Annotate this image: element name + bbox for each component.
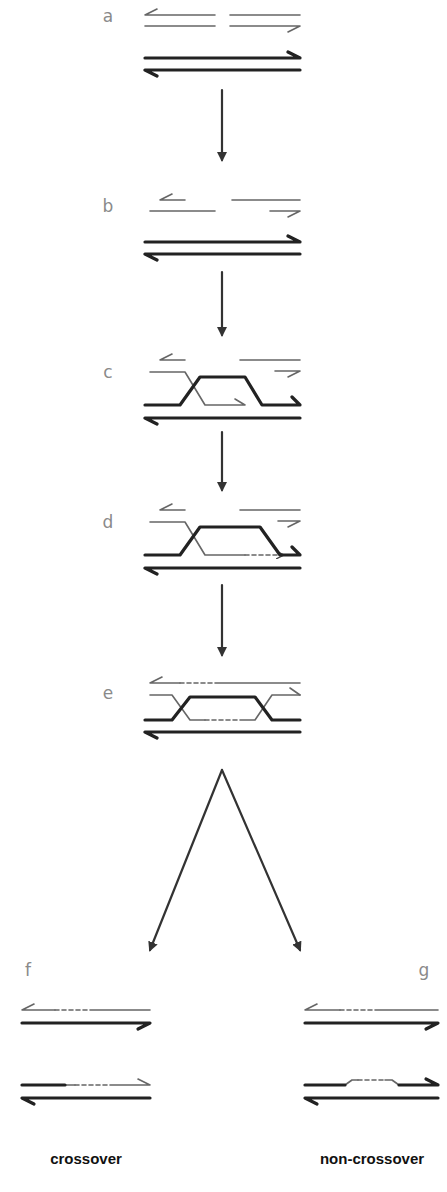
- panel-e: [145, 677, 300, 738]
- outcome-label: crossover: [50, 1150, 122, 1167]
- step-arrows: [150, 90, 300, 950]
- step-letter: a: [103, 6, 113, 26]
- outcome-label: non-crossover: [320, 1150, 424, 1167]
- step-letter: c: [103, 362, 112, 382]
- panel-d: [145, 504, 300, 574]
- panel-b: [145, 194, 300, 260]
- step-letter: g: [419, 960, 430, 980]
- panel-f: [22, 1004, 150, 1104]
- step-letter: d: [103, 512, 114, 532]
- panel-c: [145, 354, 300, 424]
- panel-g: [305, 1004, 438, 1104]
- step-letter: f: [25, 960, 31, 980]
- step-letter: e: [103, 683, 113, 703]
- step-letter: b: [103, 196, 114, 216]
- panel-a: [145, 9, 300, 76]
